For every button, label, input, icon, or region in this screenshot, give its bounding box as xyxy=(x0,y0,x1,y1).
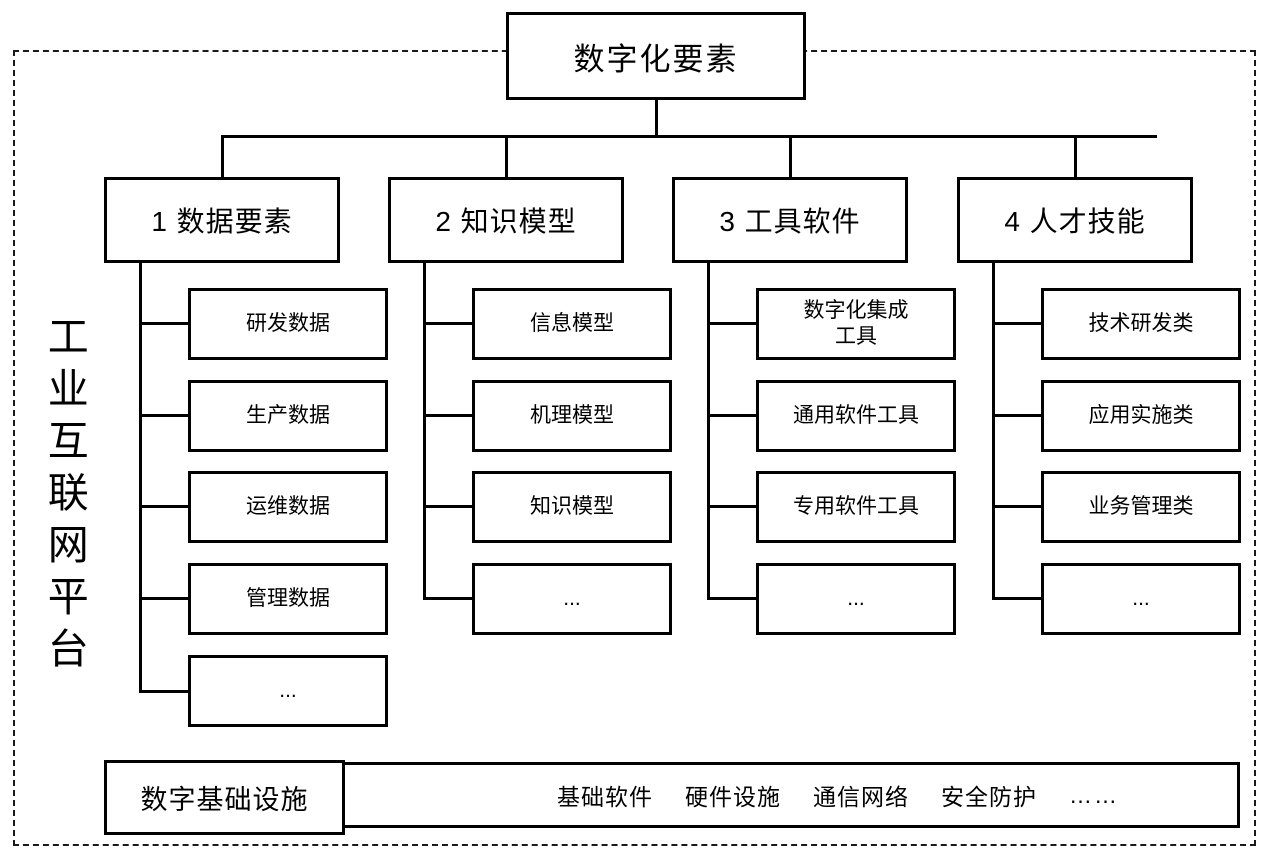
leaf-node-more-tools[interactable]: ... xyxy=(756,563,956,635)
connector-stub-c3-3 xyxy=(707,505,759,508)
leaf-node-digital-integration-tool[interactable]: 数字化集成 工具 xyxy=(756,288,956,360)
connector-trunk-column-3 xyxy=(707,263,710,600)
connector-trunk-column-2 xyxy=(423,263,426,600)
leaf-node-production-data[interactable]: 生产数据 xyxy=(188,380,388,452)
connector-distribution-bus xyxy=(221,135,1157,138)
connector-stub-c4-4 xyxy=(992,597,1044,600)
infrastructure-item-security-protection[interactable]: 安全防护 xyxy=(941,784,1037,810)
leaf-node-business-management-category[interactable]: 业务管理类 xyxy=(1041,471,1241,543)
connector-stub-c2-4 xyxy=(423,597,475,600)
leaf-node-management-data[interactable]: 管理数据 xyxy=(188,563,388,635)
connector-stub-c3-1 xyxy=(707,322,759,325)
leaf-node-application-implementation-category[interactable]: 应用实施类 xyxy=(1041,380,1241,452)
leaf-node-om-data[interactable]: 运维数据 xyxy=(188,471,388,543)
connector-stub-c1-5 xyxy=(139,690,191,693)
connector-stub-c3-4 xyxy=(707,597,759,600)
infrastructure-item-communication-network[interactable]: 通信网络 xyxy=(813,784,909,810)
connector-stub-c1-1 xyxy=(139,322,191,325)
leaf-node-general-software-tool[interactable]: 通用软件工具 xyxy=(756,380,956,452)
connector-stub-c4-3 xyxy=(992,505,1044,508)
infrastructure-label-digital-infrastructure[interactable]: 数字基础设施 xyxy=(104,760,345,835)
connector-stub-c4-2 xyxy=(992,414,1044,417)
connector-stub-c2-2 xyxy=(423,414,475,417)
connector-root-stem xyxy=(655,100,658,135)
platform-vertical-label: 工业互联网平台 xyxy=(41,315,88,679)
leaf-node-rd-data[interactable]: 研发数据 xyxy=(188,288,388,360)
leaf-node-more-models[interactable]: ... xyxy=(472,563,672,635)
leaf-node-technical-rd-category[interactable]: 技术研发类 xyxy=(1041,288,1241,360)
connector-stub-c2-3 xyxy=(423,505,475,508)
leaf-node-dedicated-software-tool[interactable]: 专用软件工具 xyxy=(756,471,956,543)
category-node-knowledge-models[interactable]: 2 知识模型 xyxy=(388,177,624,263)
connector-stub-c1-4 xyxy=(139,597,191,600)
connector-trunk-column-1 xyxy=(139,263,142,693)
infrastructure-item-basic-software[interactable]: 基础软件 xyxy=(557,784,653,810)
infrastructure-item-list: 基础软件 硬件设施 通信网络 安全防护 …… xyxy=(557,778,1119,812)
connector-drop-category-4 xyxy=(1074,135,1077,179)
category-node-data-elements[interactable]: 1 数据要素 xyxy=(104,177,340,263)
connector-stub-c4-1 xyxy=(992,322,1044,325)
connector-drop-category-1 xyxy=(221,135,224,179)
category-node-tool-software[interactable]: 3 工具软件 xyxy=(672,177,908,263)
leaf-node-knowledge-model[interactable]: 知识模型 xyxy=(472,471,672,543)
connector-stub-c2-1 xyxy=(423,322,475,325)
connector-drop-category-3 xyxy=(789,135,792,179)
infrastructure-item-hardware-facilities[interactable]: 硬件设施 xyxy=(685,784,781,810)
root-node-digital-elements[interactable]: 数字化要素 xyxy=(506,12,806,100)
leaf-node-more-skills[interactable]: ... xyxy=(1041,563,1241,635)
leaf-label-line-1: 数字化集成 xyxy=(803,299,909,323)
infrastructure-item-ellipsis: …… xyxy=(1069,781,1119,808)
category-node-talent-skills[interactable]: 4 人才技能 xyxy=(957,177,1193,263)
leaf-node-information-model[interactable]: 信息模型 xyxy=(472,288,672,360)
connector-stub-c1-2 xyxy=(139,414,191,417)
leaf-node-more-data[interactable]: ... xyxy=(188,655,388,727)
leaf-label-multiline: 数字化集成 工具 xyxy=(804,298,909,349)
leaf-label-line-2: 工具 xyxy=(835,325,877,348)
leaf-node-mechanism-model[interactable]: 机理模型 xyxy=(472,380,672,452)
connector-stub-c3-2 xyxy=(707,414,759,417)
connector-stub-c1-3 xyxy=(139,505,191,508)
connector-drop-category-2 xyxy=(505,135,508,179)
connector-trunk-column-4 xyxy=(992,263,995,600)
